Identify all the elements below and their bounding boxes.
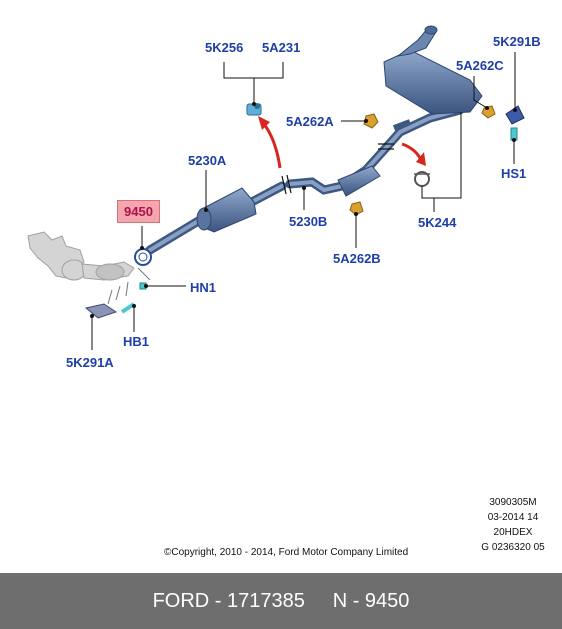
part-5A262C bbox=[481, 105, 496, 119]
label-5K291A: 5K291A bbox=[66, 355, 114, 370]
part-HB1 bbox=[120, 302, 136, 314]
label-5K244: 5K244 bbox=[418, 215, 457, 230]
footer-spacer bbox=[305, 590, 333, 613]
footer-part-number: FORD - 1717385 bbox=[152, 589, 305, 612]
leader-dots bbox=[90, 102, 517, 318]
label-5A262A: 5A262A bbox=[286, 114, 334, 129]
label-5230A: 5230A bbox=[188, 153, 227, 168]
part-5K244-clamp bbox=[414, 171, 430, 187]
reference-line-3: 20HDEX bbox=[493, 527, 533, 538]
part-5A262B bbox=[349, 201, 364, 216]
reference-block: 3090305M 03-2014 14 20HDEX G 0236320 05 bbox=[468, 496, 558, 554]
front-pipe-5230A bbox=[145, 181, 287, 255]
label-5K291B: 5K291B bbox=[493, 34, 541, 49]
catalytic-converter bbox=[27, 231, 135, 281]
leader-lines bbox=[91, 52, 516, 350]
red-arrow-1 bbox=[258, 116, 282, 169]
footer-bar: FORD - 1717385 N - 9450 bbox=[0, 573, 562, 629]
footer-ref-number: N - 9450 bbox=[332, 589, 410, 612]
reference-line-1: 3090305M bbox=[489, 497, 537, 508]
label-5A231: 5A231 bbox=[262, 40, 301, 55]
label-9450-highlighted: 9450 bbox=[117, 200, 160, 223]
label-HB1: HB1 bbox=[123, 334, 150, 349]
label-5230B: 5230B bbox=[289, 214, 328, 229]
part-5A262A bbox=[363, 113, 379, 129]
reference-line-4: G 0236320 05 bbox=[481, 542, 545, 553]
hanger-lines bbox=[107, 267, 151, 305]
copyright-text: ©Copyright, 2010 - 2014, Ford Motor Comp… bbox=[164, 547, 409, 558]
exhaust-diagram bbox=[27, 25, 525, 350]
rear-muffler bbox=[383, 25, 483, 115]
label-HN1: HN1 bbox=[190, 280, 217, 295]
label-HS1: HS1 bbox=[501, 166, 527, 181]
label-5A262C: 5A262C bbox=[456, 58, 504, 73]
part-5K291A bbox=[84, 303, 118, 319]
rear-pipe-5230B bbox=[285, 105, 465, 197]
reference-line-2: 03-2014 14 bbox=[487, 512, 539, 523]
part-9450-gasket bbox=[134, 248, 152, 266]
clamp-joints bbox=[281, 143, 394, 195]
red-arrow-2 bbox=[401, 142, 426, 166]
label-5A262B: 5A262B bbox=[333, 251, 381, 266]
label-5K256: 5K256 bbox=[205, 40, 244, 55]
